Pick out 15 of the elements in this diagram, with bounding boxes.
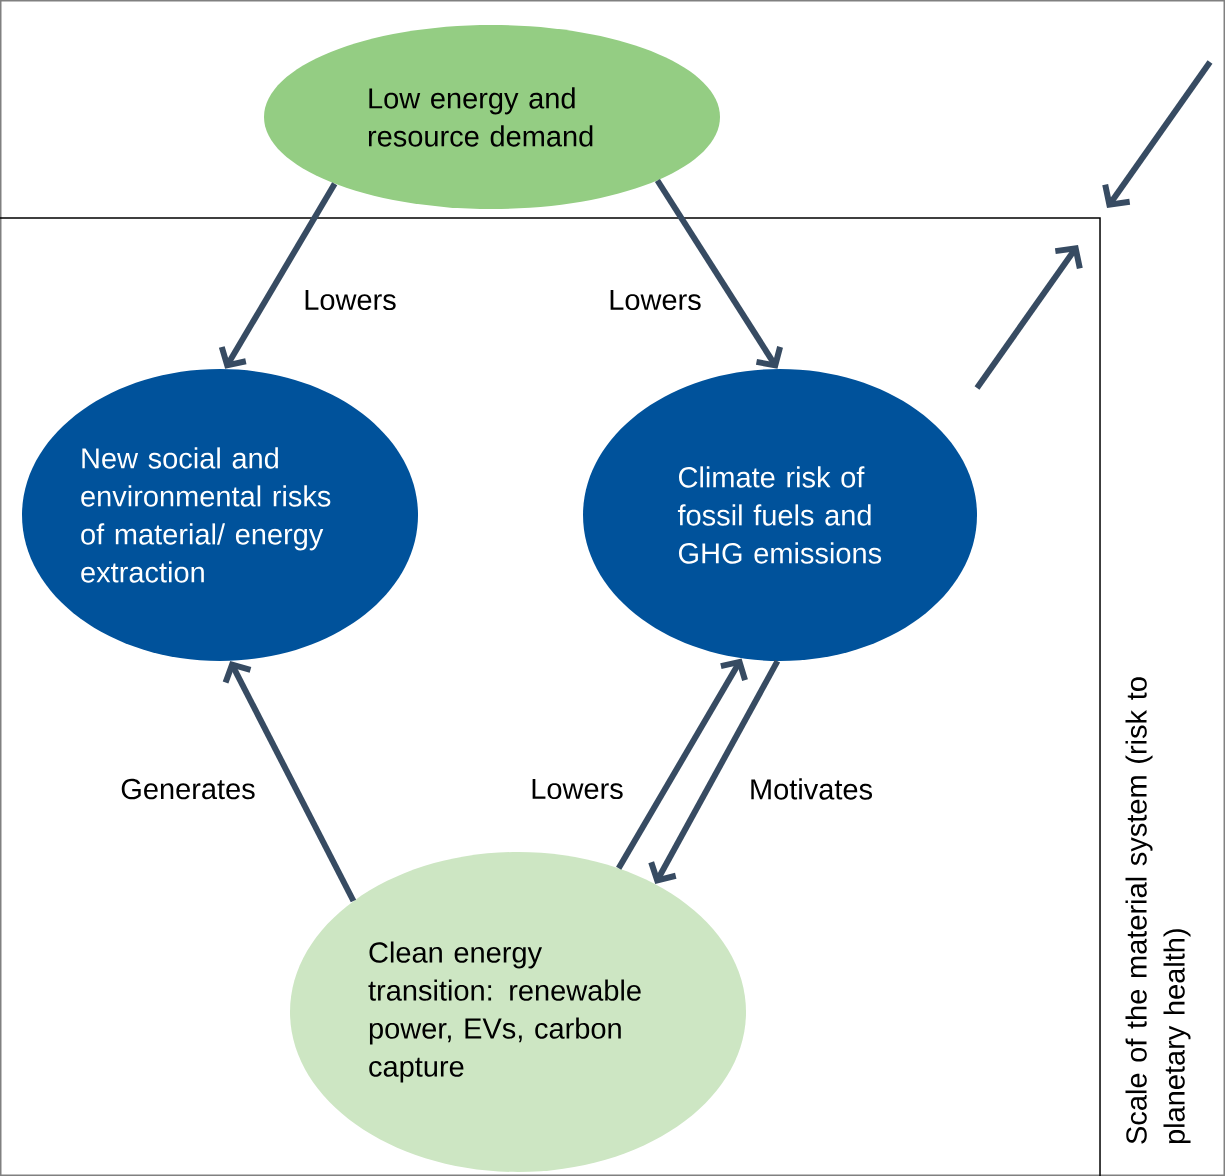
edge-label: Generates (118, 776, 258, 802)
arrow (654, 178, 783, 369)
ellipse-node: Clean energy transition: renewable power, EVs, carbon capture (290, 852, 746, 1172)
arrow (648, 659, 781, 884)
edge-label: Lowers (528, 776, 626, 802)
edge-label: Motivates (746, 776, 876, 802)
arrow (218, 182, 338, 369)
ellipse-node: Low energy and resource demand (264, 25, 720, 209)
edge-label: Lowers (301, 287, 399, 313)
arrow (222, 661, 357, 903)
ellipse-node: New social and environmental risks of material/ energy extraction (22, 369, 418, 661)
ellipse-node: Climate risk of fossil fuels and GHG emissions (583, 369, 977, 661)
edge-label: Lowers (606, 287, 704, 313)
arrow (616, 658, 748, 870)
axis-label: Scale of the material system (risk to planetary health) (1125, 677, 1191, 1144)
